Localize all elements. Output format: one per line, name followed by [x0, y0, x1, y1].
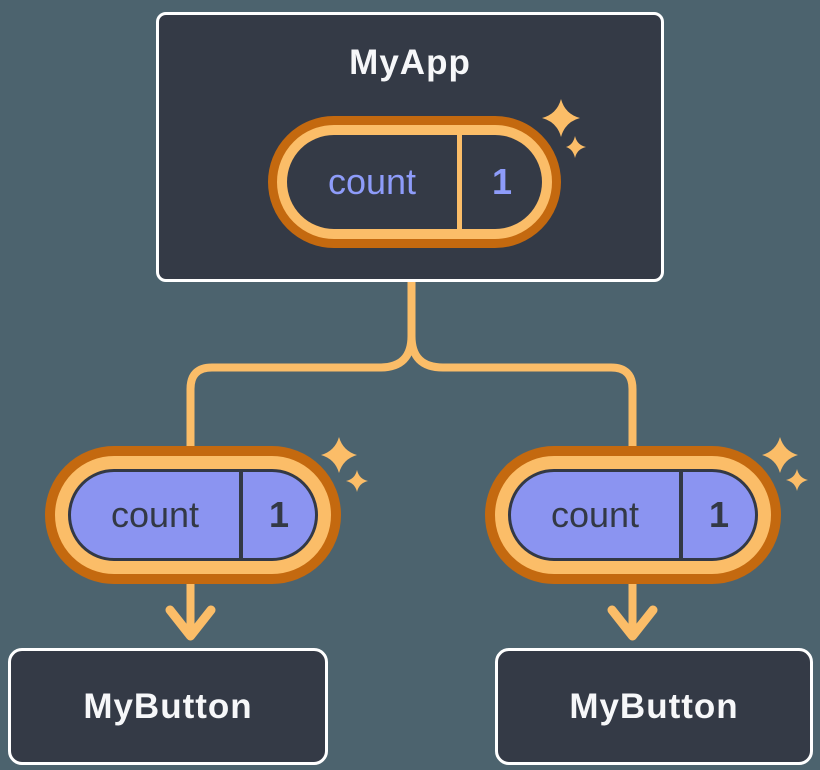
state-name-label: count — [327, 161, 417, 202]
prop-name-label: count — [550, 494, 640, 535]
prop-pill-right: count 1 — [485, 446, 781, 584]
component-card-mybutton-right: MyButton — [495, 648, 813, 765]
state-pill: count 1 — [268, 116, 561, 248]
down-arrow-icon — [165, 605, 216, 641]
component-title: MyApp — [349, 43, 471, 82]
prop-pill-inner: count 1 — [68, 469, 318, 561]
state-value: 1 — [491, 161, 513, 202]
sparkle-icon — [321, 437, 357, 473]
sparkle-icon — [346, 470, 368, 492]
component-card-mybutton-left: MyButton — [8, 648, 328, 765]
component-title: MyButton — [569, 686, 739, 726]
prop-value: 1 — [708, 494, 730, 535]
prop-name-label: count — [110, 494, 200, 535]
component-title: MyButton — [83, 686, 253, 726]
pill-divider — [457, 135, 462, 229]
state-pill-inner: count 1 — [287, 135, 542, 229]
down-arrow-icon — [607, 605, 658, 641]
pill-divider — [679, 472, 683, 558]
component-card-myapp: MyApp count 1 — [156, 12, 664, 282]
prop-pill-inner: count 1 — [508, 469, 758, 561]
sparkle-icon — [762, 437, 798, 473]
sparkle-icon — [786, 469, 808, 491]
prop-pill-left: count 1 — [45, 446, 341, 584]
prop-value: 1 — [268, 494, 290, 535]
